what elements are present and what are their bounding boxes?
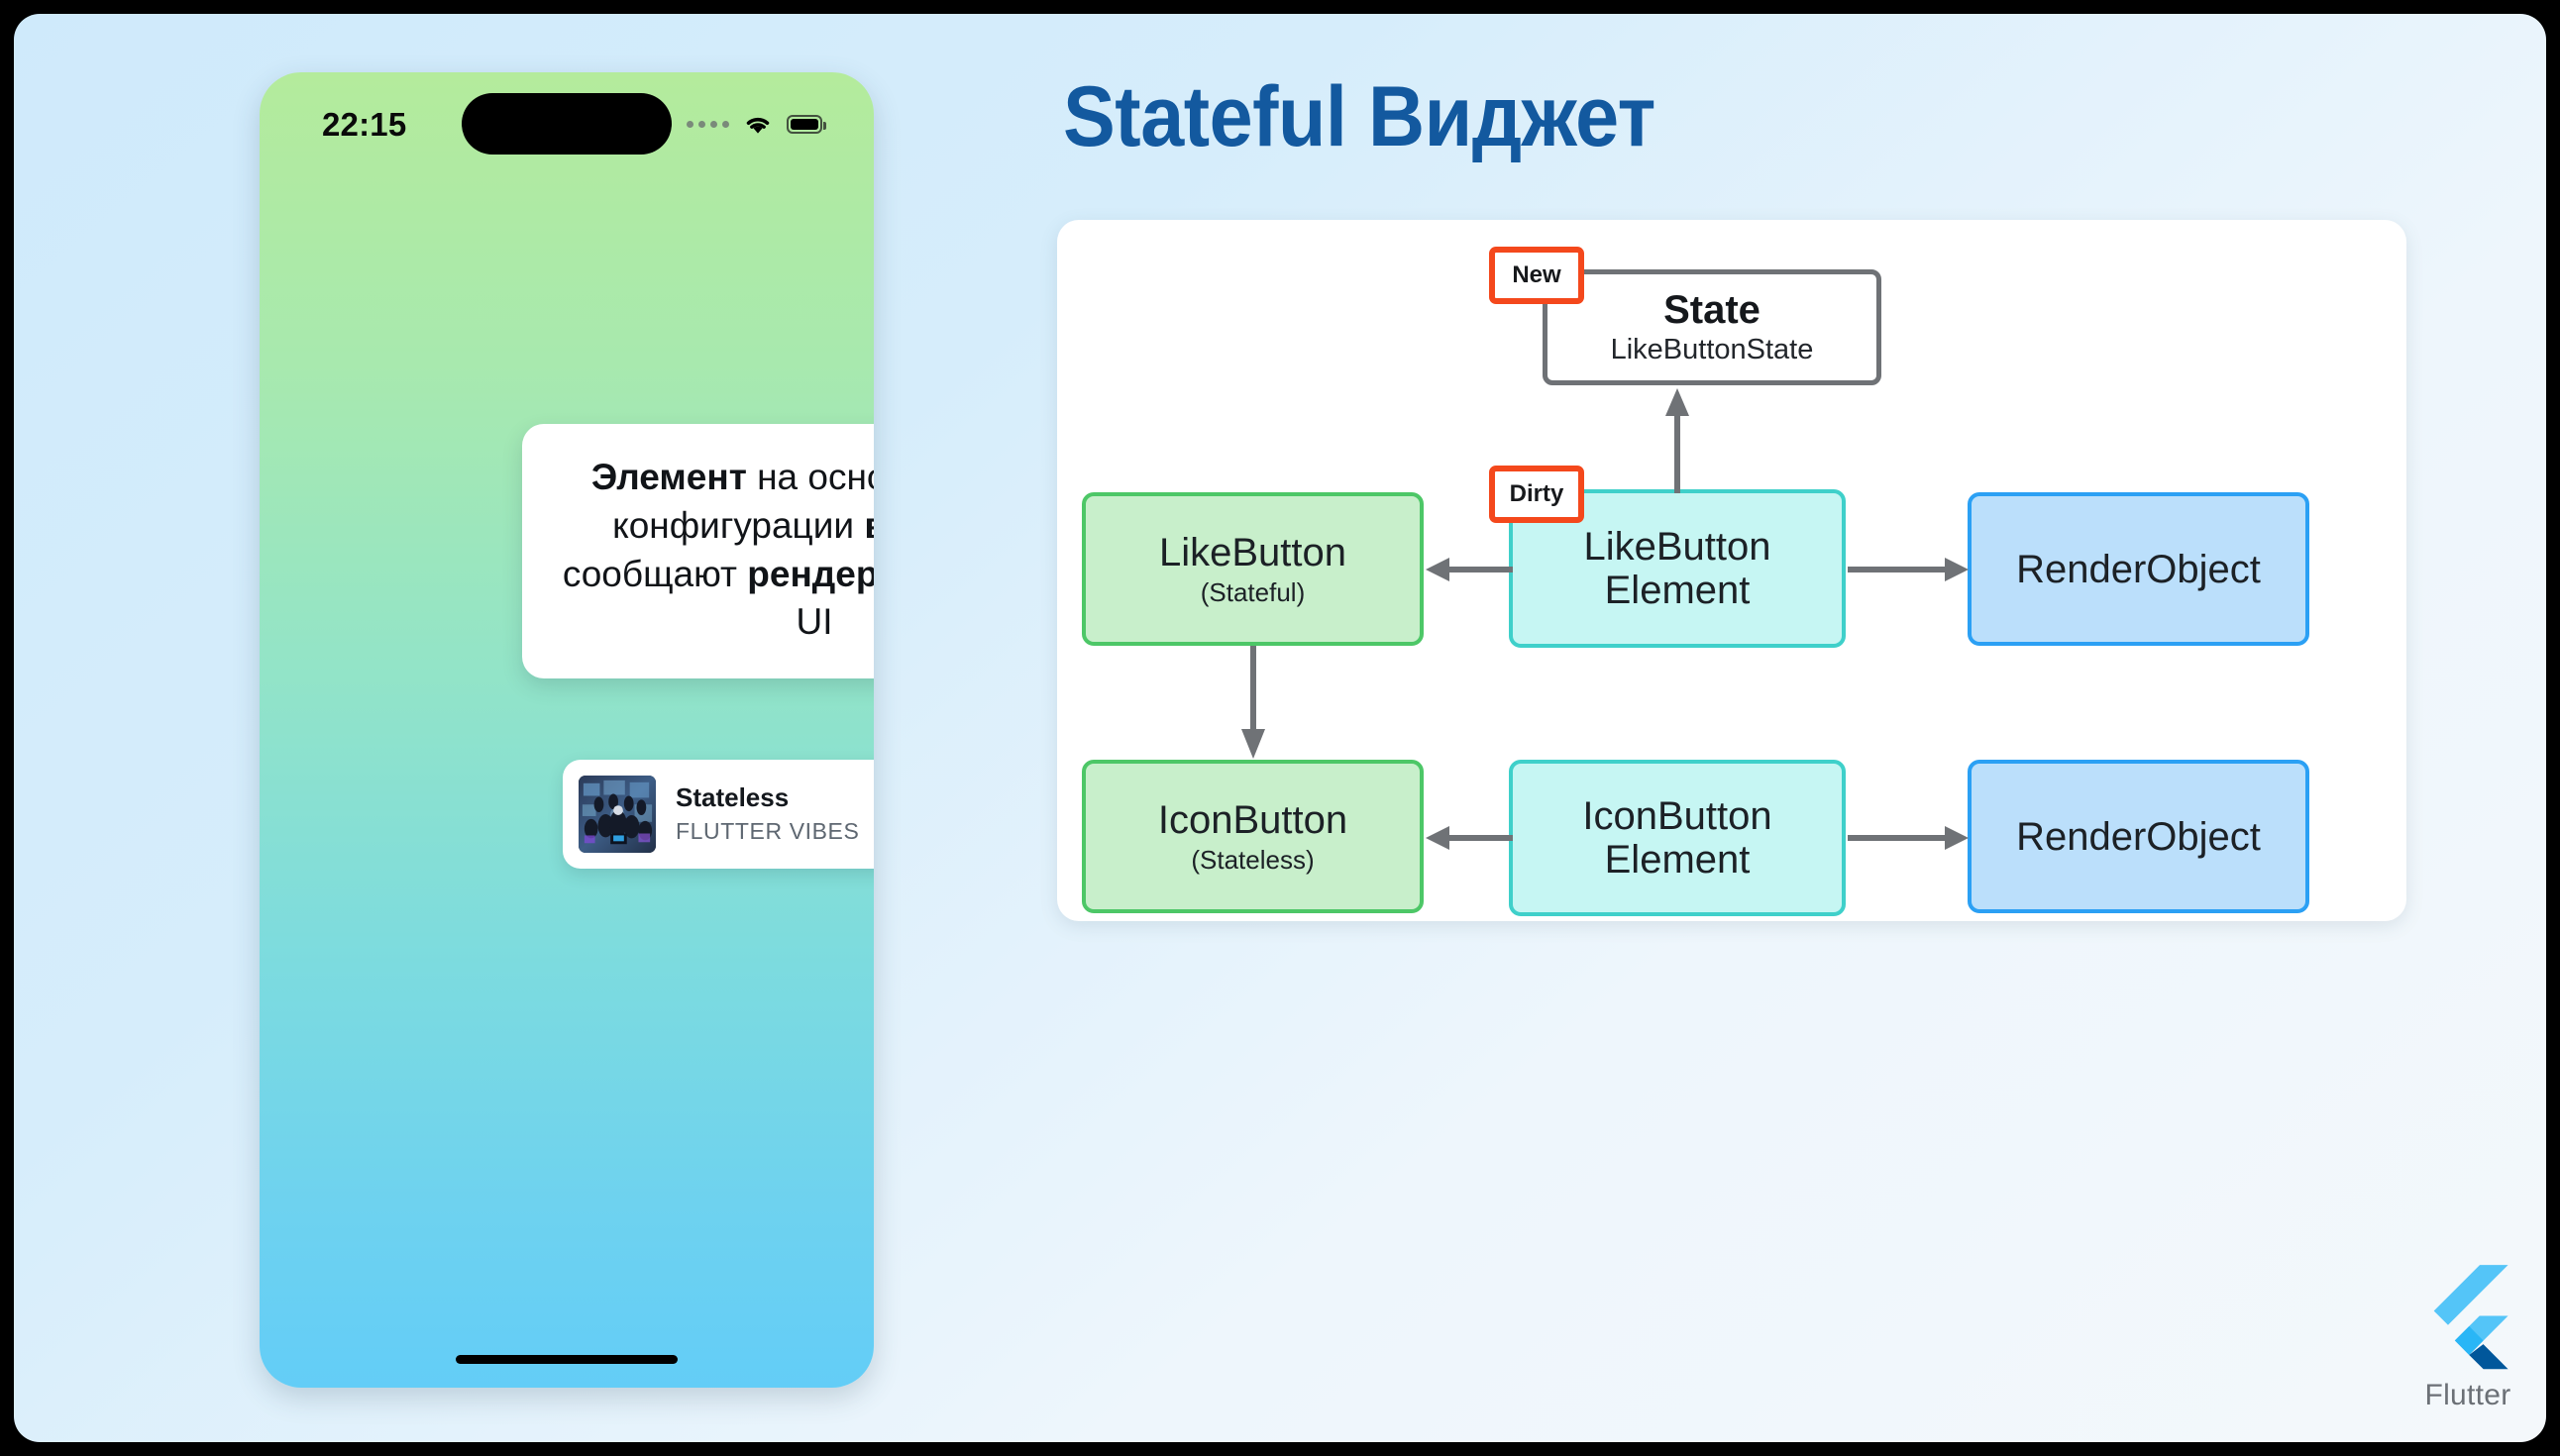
slide-canvas: 22:15 Элемент на основе новой конфигурац…: [14, 14, 2546, 1442]
node-iconbutton[interactable]: IconButton (Stateless): [1082, 760, 1424, 913]
arrow-iconbutton-element-to-renderobject: [1848, 826, 1969, 850]
node-likebutton-title: LikeButton: [1158, 530, 1347, 574]
battery-full-icon: [787, 114, 826, 134]
page-title: Stateful Виджет: [1063, 69, 1655, 164]
caption-card: Элемент на основе новой конфигурации вид…: [522, 424, 874, 679]
node-likebutton[interactable]: LikeButton (Stateful): [1082, 492, 1424, 646]
node-iconbutton-subtitle: (Stateless): [1191, 844, 1315, 875]
node-state-subtitle: LikeButtonState: [1610, 333, 1814, 365]
arrow-likebutton-element-to-likebutton: [1426, 558, 1513, 581]
arrow-likebutton-to-iconbutton: [1241, 646, 1265, 759]
flutter-branding: Flutter: [2402, 1263, 2533, 1412]
node-state[interactable]: State LikeButtonState: [1543, 269, 1881, 385]
song-card[interactable]: Stateless FLUTTER VIBES: [563, 760, 874, 869]
node-state-title: State: [1663, 287, 1760, 332]
caption-text: Элемент на основе новой конфигурации вид…: [562, 457, 874, 643]
node-iconbutton-title: IconButton: [1157, 797, 1348, 842]
badge-dirty: Dirty: [1489, 466, 1584, 523]
song-title: Stateless: [676, 782, 790, 813]
home-indicator-bar: [456, 1355, 678, 1364]
node-renderobject-2[interactable]: RenderObject: [1968, 760, 2309, 913]
status-bar-time: 22:15: [322, 106, 407, 143]
node-likebutton-subtitle: (Stateful): [1200, 576, 1306, 607]
flutter-wordmark: Flutter: [2424, 1379, 2511, 1411]
node-renderobject-1-title: RenderObject: [2016, 547, 2261, 591]
wifi-icon: [742, 112, 774, 136]
dynamic-island: [462, 93, 672, 155]
diagram-canvas: State LikeButtonState New Dirty LikeButt…: [1057, 220, 2406, 921]
phone-mockup: 22:15 Элемент на основе новой конфигурац…: [260, 72, 874, 1388]
song-artist: FLUTTER VIBES: [676, 817, 860, 844]
arrow-likebutton-element-to-state: [1665, 388, 1689, 493]
diagram-card: State LikeButtonState New Dirty LikeButt…: [1057, 220, 2406, 921]
album-art-thumbnail: [579, 776, 656, 853]
node-renderobject-2-title: RenderObject: [2016, 814, 2261, 859]
status-bar-icons: [687, 112, 826, 136]
signal-dots-icon: [687, 120, 729, 128]
badge-new: New: [1489, 247, 1584, 304]
phone-status-bar: 22:15: [260, 72, 874, 179]
flutter-logo-icon: [2402, 1263, 2533, 1374]
arrow-likebutton-element-to-renderobject: [1848, 558, 1969, 581]
node-renderobject-1[interactable]: RenderObject: [1968, 492, 2309, 646]
arrow-iconbutton-element-to-iconbutton: [1426, 826, 1513, 850]
song-meta: Stateless FLUTTER VIBES: [676, 782, 874, 845]
